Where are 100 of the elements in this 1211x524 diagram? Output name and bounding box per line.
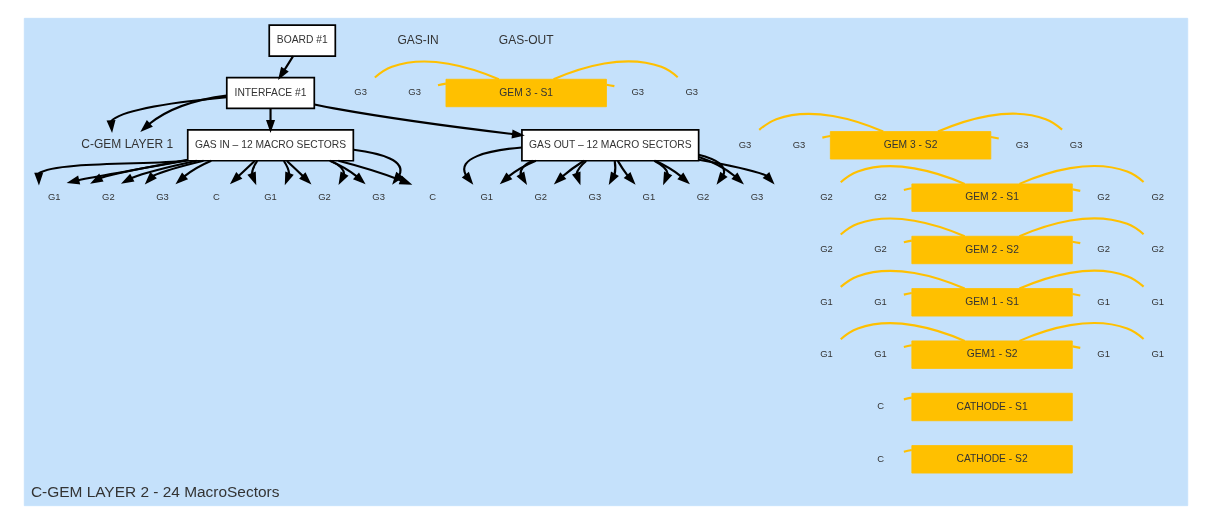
- node-text: G3: [371, 191, 385, 203]
- node-text: G3: [792, 138, 805, 150]
- connector: [839, 322, 965, 342]
- arrow: [499, 159, 536, 185]
- connector: [839, 217, 965, 238]
- arrow: [608, 160, 619, 186]
- arrow: [265, 108, 275, 133]
- arrow: [653, 159, 672, 186]
- node-text: G1: [263, 191, 277, 203]
- node-text: G2: [101, 191, 115, 203]
- node-text: G3: [685, 86, 698, 98]
- node-box: GEM 3 - S1: [445, 78, 607, 108]
- node-text: G1: [873, 295, 887, 307]
- node-box: CATHODE - S1: [910, 392, 1073, 422]
- node-text: G1: [47, 191, 61, 203]
- connector: [839, 165, 965, 185]
- arrow: [144, 159, 204, 185]
- node-text: G2: [696, 191, 709, 203]
- node-text: G2: [873, 243, 887, 255]
- arrow: [313, 103, 525, 139]
- node-box: GAS OUT – 12 MACRO SECTORS: [520, 129, 699, 162]
- node-text: C: [212, 191, 220, 203]
- arrow: [328, 159, 366, 185]
- node-text: G2: [317, 191, 331, 203]
- arrow: [654, 159, 690, 185]
- connector: [1071, 188, 1080, 192]
- connector: [605, 83, 615, 88]
- node-text: G1: [642, 191, 655, 203]
- node-text: G2: [1150, 191, 1164, 203]
- connector: [903, 344, 912, 349]
- arrow: [229, 160, 256, 185]
- node-text: C: [428, 191, 436, 203]
- node-box: GEM 3 - S2: [829, 131, 991, 160]
- arrow: [33, 158, 188, 186]
- node-text: G3: [1069, 138, 1082, 150]
- node-text: G2: [1150, 243, 1164, 255]
- connector: [1018, 269, 1144, 290]
- node-box: GAS IN – 12 MACRO SECTORS: [186, 129, 354, 162]
- node-text: G3: [588, 191, 601, 203]
- node-text: G3: [750, 191, 763, 203]
- connector: [1071, 345, 1080, 349]
- arrow: [571, 160, 587, 186]
- node-text: C: [876, 400, 884, 412]
- node-text: C: [876, 452, 884, 464]
- arrow: [139, 94, 227, 133]
- connector: [937, 112, 1063, 133]
- arrow: [106, 96, 227, 134]
- label: GAS-IN: [396, 32, 439, 47]
- node-box: GEM1 - S2: [910, 340, 1073, 369]
- arrow: [461, 146, 522, 185]
- label: GAS-OUT: [498, 32, 554, 47]
- arrow: [698, 156, 744, 185]
- node-text: G2: [873, 191, 887, 203]
- node-text: G1: [479, 191, 493, 203]
- arrow: [697, 153, 728, 185]
- connector: [903, 396, 912, 401]
- node-text: G1: [1096, 295, 1110, 307]
- node-text: G1: [819, 348, 833, 360]
- arrow: [285, 160, 311, 185]
- connector: [1018, 165, 1144, 185]
- node-text: G3: [155, 191, 169, 203]
- connector: [903, 291, 912, 296]
- connector: [821, 134, 830, 139]
- arrow: [66, 159, 188, 185]
- arrow: [120, 159, 197, 184]
- arrow: [277, 55, 294, 81]
- connector: [1071, 293, 1080, 297]
- connector: [373, 60, 499, 81]
- node-text: G2: [819, 191, 833, 203]
- node-text: G2: [819, 243, 833, 255]
- node-text: G1: [1150, 348, 1164, 360]
- connector: [758, 112, 884, 133]
- connector: [903, 448, 912, 453]
- arrow: [553, 159, 585, 185]
- node-text: C-GEM LAYER 1: [80, 137, 173, 152]
- node-text: G2: [1096, 191, 1110, 203]
- node-box: GEM 2 - S2: [910, 235, 1073, 265]
- arrow: [616, 160, 636, 185]
- node-text: G3: [630, 86, 644, 98]
- arrow: [698, 158, 775, 185]
- node-text: G2: [1096, 243, 1110, 255]
- connector: [839, 269, 965, 290]
- node-text: G1: [1150, 295, 1164, 307]
- node-text: G1: [819, 295, 833, 307]
- node-text: G3: [407, 86, 421, 98]
- connector: [903, 239, 912, 244]
- node-box: CATHODE - S2: [910, 445, 1073, 474]
- arrow: [89, 158, 188, 184]
- connector: [903, 187, 912, 192]
- arrow: [174, 159, 212, 185]
- node-text: G3: [1015, 138, 1028, 150]
- connector: [552, 60, 678, 81]
- connector: [1018, 217, 1144, 238]
- connector: [990, 135, 999, 140]
- node-text: G1: [1096, 348, 1110, 360]
- arrow: [246, 160, 258, 186]
- node-box: BOARD #1: [267, 24, 336, 57]
- node-text: G3: [353, 86, 367, 98]
- node-text: G3: [738, 138, 751, 150]
- connector: [1018, 322, 1144, 342]
